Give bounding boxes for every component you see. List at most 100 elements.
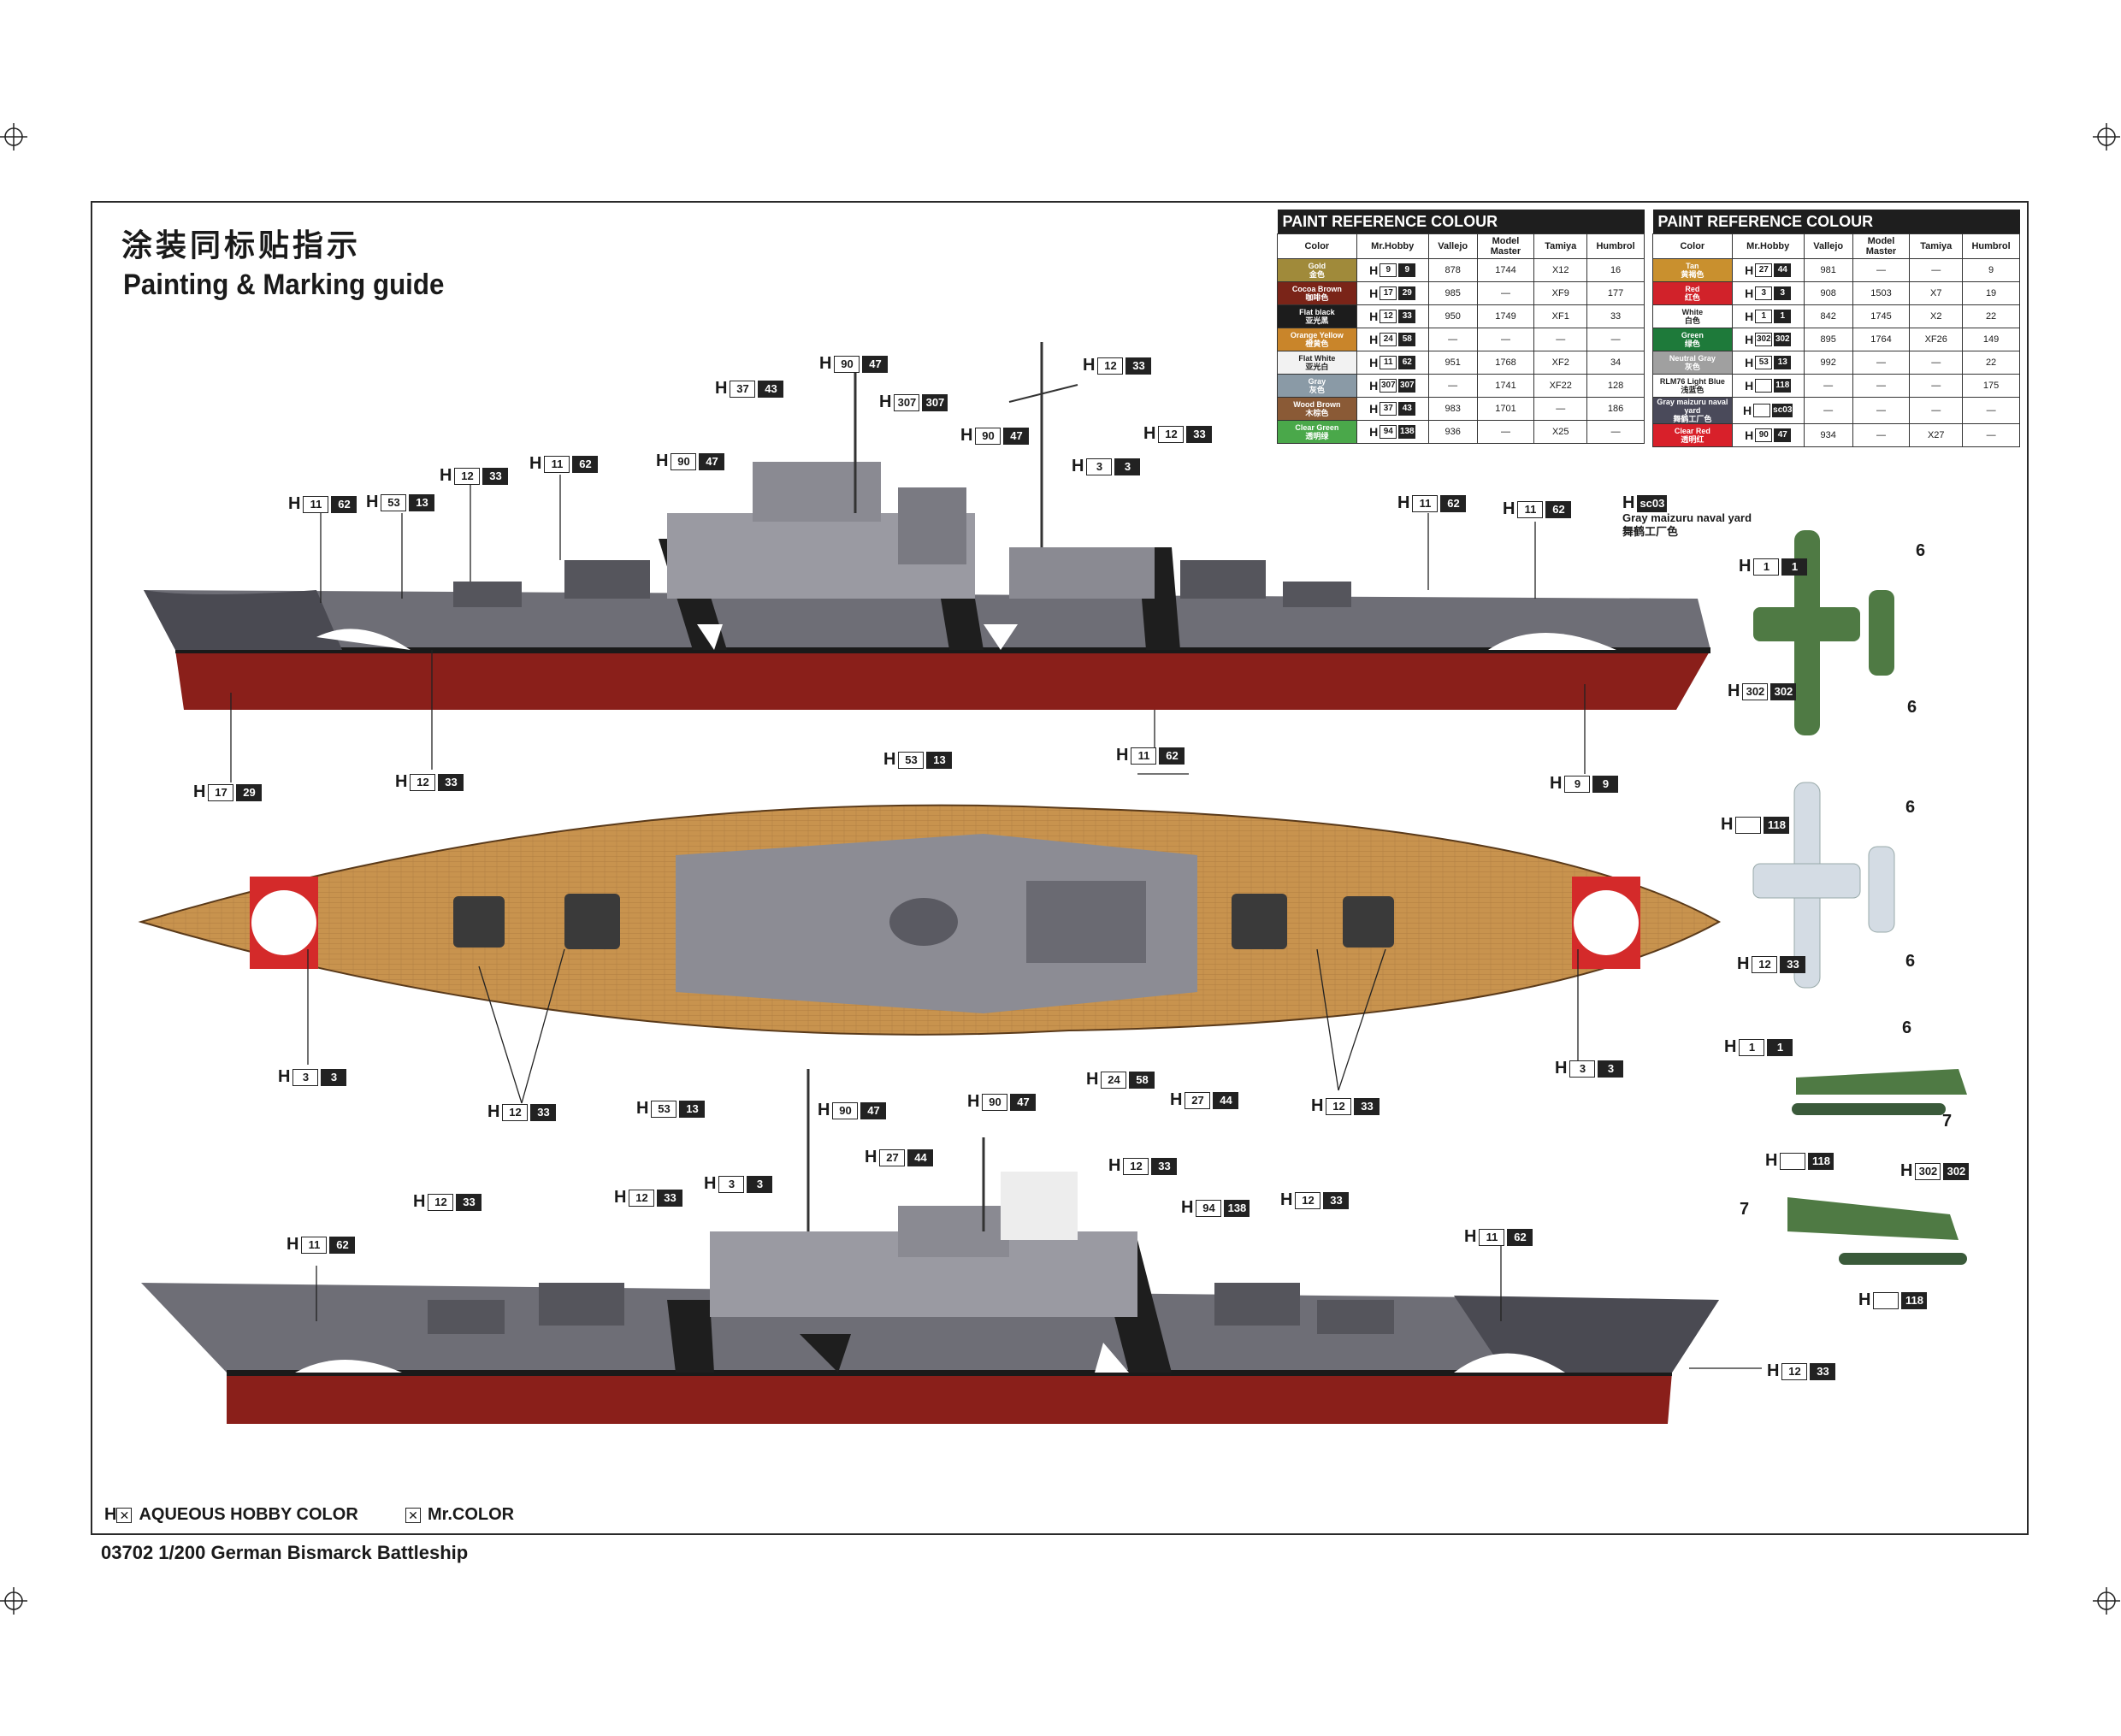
legend-mr-color-label: Mr.COLOR xyxy=(428,1505,515,1524)
registration-mark-icon xyxy=(2093,123,2120,151)
mr-color-number: 43 xyxy=(1398,402,1416,416)
model-master-cell: — xyxy=(1476,281,1535,305)
table-column-header: Model Master xyxy=(1852,233,1911,259)
legend-aqueous-prefix: H xyxy=(104,1505,117,1524)
table-column-header: Mr.Hobby xyxy=(1356,233,1429,259)
table-title: PAINT REFERENCE COLOUR xyxy=(1277,210,1645,234)
h-code-number: 94 xyxy=(1380,425,1397,439)
mr-color-number: 33 xyxy=(1398,310,1416,323)
model-master-cell: — xyxy=(1852,397,1911,424)
h-code-number xyxy=(1753,404,1771,417)
color-name: Wood Brown xyxy=(1293,400,1341,409)
humbrol-cell: 177 xyxy=(1586,281,1645,305)
h-code-number: 1 xyxy=(1755,310,1773,323)
h-code-number: 12 xyxy=(1380,310,1397,323)
color-name: RLM76 Light Blue xyxy=(1659,377,1725,386)
vallejo-cell: 842 xyxy=(1803,304,1853,328)
color-name: Orange Yellow xyxy=(1290,331,1344,340)
tamiya-cell: XF26 xyxy=(1909,328,1964,351)
mr-color-number: sc03 xyxy=(1772,404,1793,417)
color-name-cn: 亚光白 xyxy=(1305,363,1329,371)
registration-mark-icon xyxy=(0,123,27,151)
legend-aqueous-label: AQUEOUS HOBBY COLOR xyxy=(139,1505,358,1524)
yard-note-line1: Gray maizuru naval yard xyxy=(1622,511,1752,524)
seaplane-side-2 xyxy=(1787,1197,1967,1265)
color-name-cn: 咖啡色 xyxy=(1305,293,1329,302)
table-column-header: Vallejo xyxy=(1803,233,1853,259)
h-code-number: 17 xyxy=(1380,286,1397,300)
humbrol-cell: 9 xyxy=(1962,258,2020,282)
color-name-cn: 黄褐色 xyxy=(1681,270,1704,279)
h-code-number: 37 xyxy=(1380,402,1397,416)
color-name-cn: 金色 xyxy=(1309,270,1325,279)
model-master-cell: — xyxy=(1852,423,1911,447)
color-name: Red xyxy=(1685,285,1700,293)
mr-color-number: 9 xyxy=(1398,263,1416,277)
color-name-cn: 木棕色 xyxy=(1305,409,1329,417)
model-master-cell: 1744 xyxy=(1476,258,1535,282)
mr-color-number: 1 xyxy=(1774,310,1792,323)
seaplane-top-lightblue xyxy=(1752,782,1895,989)
decal-number: 6 xyxy=(1902,1019,1912,1037)
humbrol-cell: — xyxy=(1962,423,2020,447)
registration-mark-icon xyxy=(2093,1587,2120,1615)
seaplane-top-green xyxy=(1753,530,1894,735)
tamiya-cell: XF1 xyxy=(1533,304,1588,328)
color-name-cn: 灰色 xyxy=(1309,386,1325,394)
humbrol-cell: 34 xyxy=(1586,351,1645,375)
legend-mr-color: ✕ Mr.COLOR xyxy=(405,1505,514,1525)
model-master-cell: 1764 xyxy=(1852,328,1911,351)
table-column-header: Vallejo xyxy=(1427,233,1478,259)
h-code-number: 11 xyxy=(1380,356,1397,369)
table-column-header: Tamiya xyxy=(1533,233,1588,259)
color-name: Gray maizuru naval yard xyxy=(1657,398,1728,415)
